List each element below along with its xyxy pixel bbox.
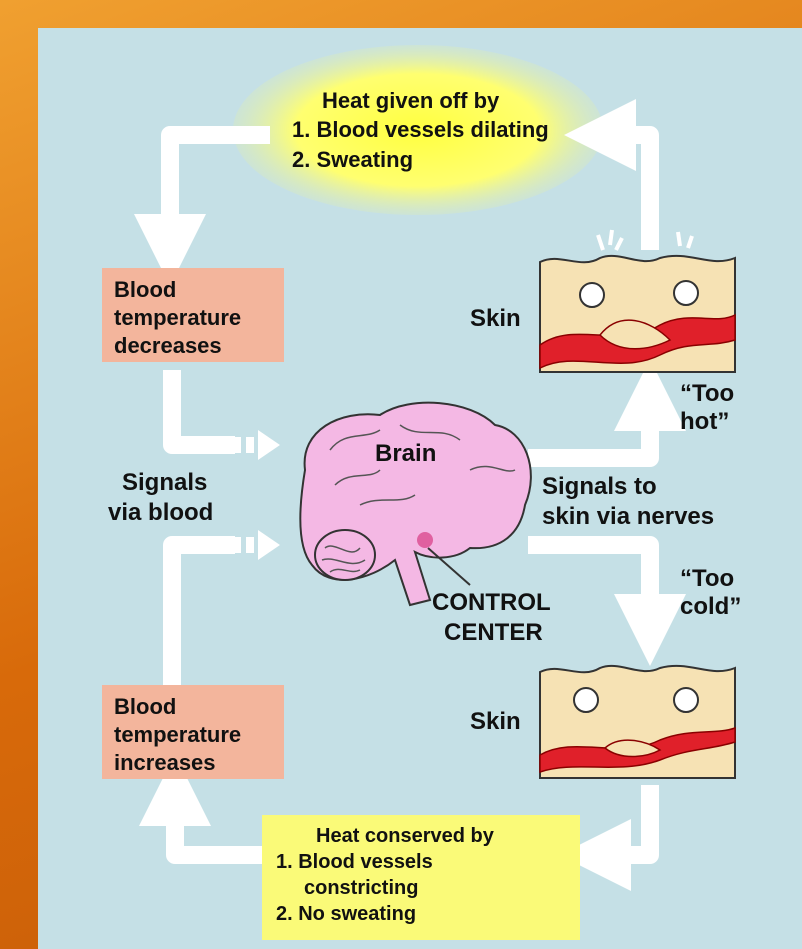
arrow-brain-to-hotskin <box>528 395 650 458</box>
heat-conserved-item-2: 2. No sweating <box>276 901 566 927</box>
signals-to-skin-line-1: Signals to <box>542 472 714 502</box>
decreases-line-2: temperature <box>114 304 272 332</box>
signals-via-blood-line-1: Signals <box>108 468 213 498</box>
arrow-conserve-to-increase <box>175 790 262 855</box>
control-center-label: CONTROL CENTER <box>432 588 551 648</box>
arrow-decrease-to-brain <box>172 370 235 445</box>
dotted-arrows <box>233 430 280 560</box>
heat-conserved-item-1-cont: constricting <box>276 875 566 901</box>
increases-line-1: Blood <box>114 693 272 721</box>
skin-cold-illustration <box>540 666 735 778</box>
heat-conserved-box: Heat conserved by 1. Blood vessels const… <box>262 815 580 940</box>
decreases-line-1: Blood <box>114 276 272 304</box>
skin-label-top: Skin <box>470 305 521 333</box>
brain-illustration <box>300 403 531 605</box>
signals-to-skin-label: Signals to skin via nerves <box>542 472 714 532</box>
signals-via-blood-line-2: via blood <box>108 498 213 528</box>
blood-temperature-increases-box: Blood temperature increases <box>102 685 284 779</box>
heat-given-off-item-1: 1. Blood vessels dilating <box>292 117 549 143</box>
too-hot-line-1: “Too <box>680 380 734 408</box>
skin-label-bottom: Skin <box>470 708 521 736</box>
increases-line-3: increases <box>114 749 272 777</box>
signals-to-skin-line-2: skin via nerves <box>542 502 714 532</box>
too-cold-line-2: cold” <box>680 593 741 621</box>
heat-conserved-item-1: 1. Blood vessels <box>276 849 566 875</box>
too-cold-line-1: “Too <box>680 565 741 593</box>
control-center-line-2: CENTER <box>432 618 551 648</box>
arrow-increase-to-brain <box>172 545 235 685</box>
arrow-skin-to-heat <box>600 135 650 250</box>
arrow-coldskin-to-conserve <box>595 785 650 855</box>
decreases-line-3: decreases <box>114 332 272 360</box>
heat-conserved-title: Heat conserved by <box>276 823 566 849</box>
increases-line-2: temperature <box>114 721 272 749</box>
too-cold-label: “Too cold” <box>680 565 741 621</box>
too-hot-line-2: hot” <box>680 408 734 436</box>
too-hot-label: “Too hot” <box>680 380 734 436</box>
blood-temperature-decreases-box: Blood temperature decreases <box>102 268 284 362</box>
brain-label: Brain <box>375 440 436 468</box>
heat-given-off-title: Heat given off by <box>322 88 499 114</box>
heat-given-off-item-2: 2. Sweating <box>292 147 413 173</box>
signals-via-blood-label: Signals via blood <box>108 468 213 528</box>
control-center-line-1: CONTROL <box>432 588 551 618</box>
skin-hot-illustration <box>540 230 735 372</box>
